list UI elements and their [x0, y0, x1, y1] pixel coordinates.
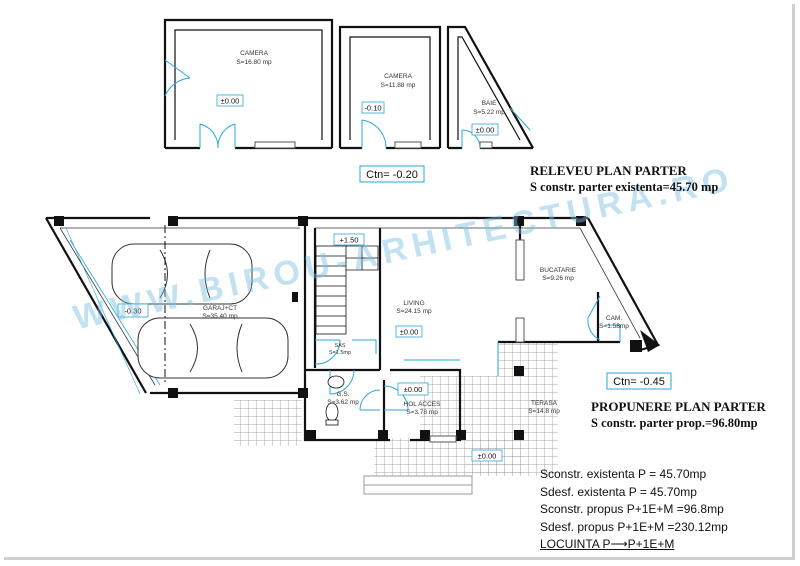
room-name: CAMERA: [240, 50, 268, 57]
room-area: S=9.26 mp: [542, 275, 574, 282]
summary-line: Sdesf. propus P+1E+M =230.12mp: [540, 519, 728, 534]
level-label: -0.10: [364, 104, 381, 113]
room-name: G.S.: [336, 391, 349, 398]
level-label: ±0.00: [478, 452, 497, 461]
room-name: SAS: [334, 343, 345, 349]
existing-plan-area: S constr. parter existenta=45.70 mp: [530, 180, 719, 194]
room-name: BUCATARIE: [540, 267, 577, 274]
room-name: BAIE: [482, 100, 497, 107]
area-summary: Sconstr. existenta P = 45.70mp Sdesf. ex…: [540, 466, 728, 554]
room-area: S=1.5mp: [329, 350, 351, 356]
summary-line: Sconstr. propus P+1E+M =96.8mp: [540, 502, 724, 516]
room-area: S=11.88 mp: [381, 82, 416, 89]
room-name: CAM.: [606, 315, 622, 322]
garage-cars: [111, 243, 289, 379]
room-name: CAMERA: [384, 73, 412, 80]
room-name: LIVING: [403, 300, 424, 307]
room-name: HOL ACCES: [404, 401, 442, 408]
locuinta-label: LOCUINTA P⟶P+1E+M: [540, 537, 675, 551]
room-name: TERASA: [531, 400, 558, 407]
room-area: S=14.8 mp: [528, 408, 560, 415]
level-label: -0.30: [124, 307, 141, 316]
room-area: S=3.78 mp: [406, 409, 438, 416]
ctn-proposed: Ctn= -0.45: [613, 376, 665, 388]
level-label: ±0.00: [476, 126, 495, 135]
room-area: S=24.15 mp: [396, 308, 432, 315]
level-label: ±0.00: [400, 328, 419, 337]
ctn-existing: Ctn= -0.20: [366, 169, 418, 181]
summary-line: Sdesf. existenta P = 45.70mp: [540, 484, 697, 499]
room-area: S=1.58mp: [599, 323, 629, 330]
summary-line: Sconstr. existenta P = 45.70mp: [540, 467, 707, 481]
existing-plan-title: RELEVEU PLAN PARTER: [530, 163, 687, 178]
proposed-plan-title: PROPUNERE PLAN PARTER: [591, 399, 766, 414]
room-area: S=35.40 mp: [202, 313, 238, 320]
room-area: S=3.62 mp: [327, 399, 359, 406]
room-area: S=5.22 mp: [473, 109, 505, 116]
room-name: GARAJ+CT: [203, 305, 237, 312]
proposed-plan-area: S constr. parter prop.=96.80mp: [591, 416, 758, 430]
level-label: ±0.00: [404, 385, 423, 394]
level-label: ±0.00: [221, 97, 240, 106]
staircase: [315, 245, 379, 335]
stair-level: +1.50: [340, 236, 359, 245]
room-area: S=16.80 mp: [236, 59, 272, 66]
